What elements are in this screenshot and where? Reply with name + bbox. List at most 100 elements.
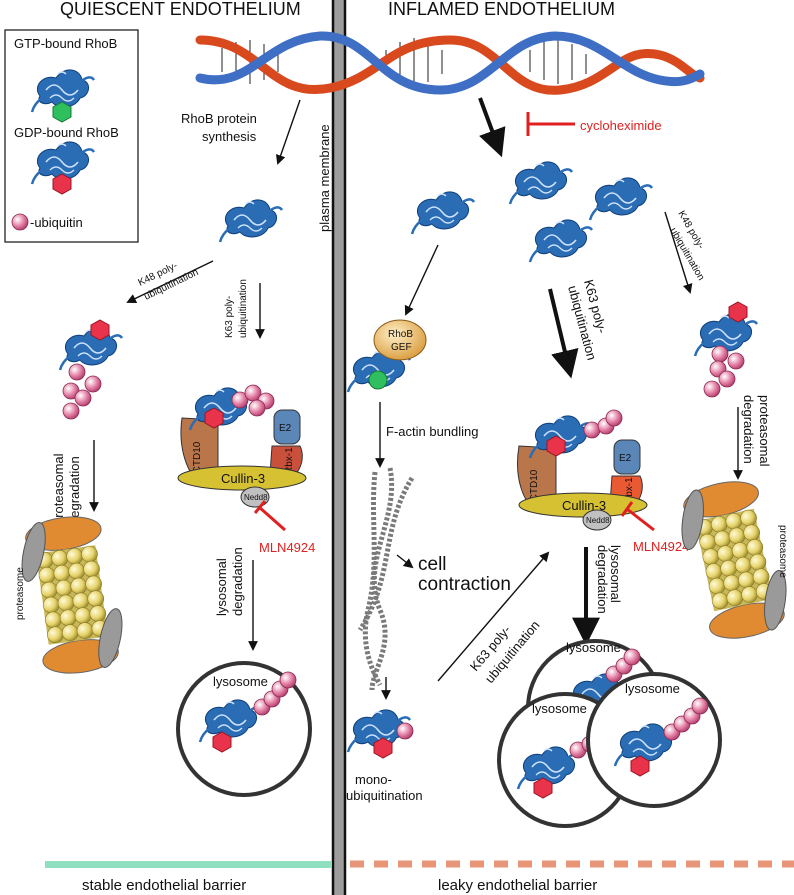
right-mln4924-label: MLN4924	[633, 539, 689, 554]
gef-label-line2: GEF	[391, 342, 412, 353]
cell-label: cell	[418, 554, 447, 575]
right-lysosome-2-gdp-icon	[533, 777, 553, 799]
right-protein-3	[528, 218, 594, 264]
gtp-hexagon-icon	[52, 101, 72, 123]
right-lysosome-3-ub4	[691, 697, 709, 715]
left-proteasomal-line2: degradation	[67, 456, 82, 525]
left-proteasomal-line1: proteasomal	[51, 453, 66, 525]
leaky-barrier-label: leaky endothelial barrier	[438, 877, 597, 894]
rhob-gef	[373, 319, 427, 361]
right-protein-1	[410, 190, 476, 236]
right-cullin-complex: KCTD10 E2 Rbx-1 Cullin-3 Nedd8	[517, 409, 648, 531]
right-cullin3-label: Cullin-3	[562, 498, 606, 513]
left-k48-ub4	[74, 389, 92, 407]
membrane-band	[333, 0, 345, 895]
right-proteasome	[666, 470, 794, 650]
right-k63-arrow	[548, 288, 579, 379]
ubiquitin-icon	[11, 213, 29, 231]
synthesis-arrow	[275, 99, 301, 165]
left-k48-ub5	[62, 402, 80, 420]
dna-helix	[195, 31, 705, 95]
mono-ub	[396, 722, 414, 740]
right-k48-ub4	[718, 370, 736, 388]
legend-box	[4, 29, 139, 243]
inflamed-synthesis-arrow	[478, 97, 506, 158]
left-k48-ub2	[84, 375, 102, 393]
right-lysosome-right: lysosome	[586, 672, 722, 808]
right-proteasome-label: proteasome	[777, 525, 788, 578]
right-proteasomal-line2: degradation	[741, 395, 756, 464]
stable-barrier-bar	[45, 861, 332, 868]
right-complex-ub3	[605, 409, 623, 427]
legend-gdp-label: GDP-bound RhoB	[14, 125, 119, 140]
f-actin-bundle	[357, 467, 415, 691]
left-lysosome-label: lysosome	[213, 674, 268, 689]
right-k48-ub1	[711, 345, 729, 363]
contraction-arrow	[396, 554, 414, 569]
mono-label-line2: ubiquitination	[346, 788, 423, 803]
left-nedd8-label: Nedd8	[244, 493, 268, 502]
right-complex-gdp-icon	[546, 435, 566, 457]
right-kctd10-label: KCTD10	[529, 469, 540, 508]
right-complex-ub1	[583, 421, 601, 439]
right-k48-ub2	[727, 352, 745, 370]
right-lysosomal-line2: degradation	[595, 545, 610, 614]
right-inhibition-bar	[620, 501, 634, 517]
right-k48-arrow	[664, 211, 693, 294]
synthesis-label-line1: RhoB protein	[181, 111, 257, 126]
mono-to-k63-arrow	[437, 551, 550, 682]
left-complex-ub4	[248, 399, 266, 417]
right-k48-gdp-icon	[728, 301, 748, 323]
left-rbx1-label: Rbx-1	[284, 447, 295, 474]
stable-barrier-label: stable endothelial barrier	[82, 877, 246, 894]
left-lysosomal-line1: lysosomal	[214, 558, 229, 616]
left-inhibition-line	[258, 505, 286, 532]
right-rbx1-label: Rbx-1	[624, 477, 635, 504]
header-inflamed: INFLAMED ENDOTHELIUM	[388, 0, 615, 19]
contraction-label: contraction	[418, 574, 511, 595]
left-cullin3-label: Cullin-3	[221, 471, 265, 486]
plasma-membrane-label: plasma membrane	[317, 124, 332, 232]
left-k48-ub1	[68, 363, 86, 381]
header-quiescent: QUIESCENT ENDOTHELIUM	[60, 0, 301, 19]
left-lysosome-gdp-icon	[212, 731, 232, 753]
left-proteasome-label: proteasome	[15, 567, 26, 620]
cycloheximide-label: cycloheximide	[580, 118, 662, 133]
gef-arrow	[404, 244, 439, 316]
left-rhob-protein	[218, 198, 284, 244]
left-kctd10-label: KCTD10	[192, 441, 203, 480]
right-lysosomal-line1: lysosomal	[608, 545, 623, 603]
right-inhibition-line	[626, 507, 655, 532]
right-lysosome-3-gdp-icon	[630, 755, 650, 777]
right-k48-ub5	[703, 380, 721, 398]
left-lysosomal-line2: degradation	[230, 547, 245, 616]
left-k48-arrow	[126, 260, 214, 304]
right-protein-2	[508, 160, 574, 206]
right-proteasomal-line1: proteasomal	[757, 395, 772, 467]
legend-ubiquitin-label: -ubiquitin	[30, 215, 83, 230]
right-lysosome-label-3: lysosome	[625, 681, 680, 696]
left-proteasome	[9, 508, 135, 682]
right-nedd8-label: Nedd8	[586, 516, 610, 525]
gef-label-line1: RhoB	[388, 329, 413, 340]
left-cullin-complex: KCTD10 E2 Rbx-1 Cullin-3 Nedd8	[177, 384, 307, 508]
left-mln4924-label: MLN4924	[259, 540, 315, 555]
left-k63-line1: K63 poly-	[224, 296, 235, 338]
left-k48-gdp-icon	[90, 319, 110, 341]
left-lysosome: lysosome	[176, 661, 312, 797]
gef-gtp-icon	[368, 370, 388, 390]
right-e2-label: E2	[619, 453, 632, 464]
left-inhibition-bar	[253, 500, 267, 514]
left-k63-line2: ubiquitination	[238, 279, 249, 338]
synthesis-label-line2: synthesis	[202, 129, 257, 144]
right-lysosome-label-1: lysosome	[566, 640, 621, 655]
legend-gtp-label: GTP-bound RhoB	[14, 36, 117, 51]
right-lysosome-label-2: lysosome	[532, 701, 587, 716]
left-lysosome-ub4	[279, 671, 297, 689]
gdp-hexagon-icon	[52, 173, 72, 195]
right-protein-4	[588, 176, 654, 222]
mono-label-line1: mono-	[355, 772, 392, 787]
right-lysosome-1-ub3	[623, 648, 641, 666]
mono-gdp-icon	[373, 737, 393, 759]
